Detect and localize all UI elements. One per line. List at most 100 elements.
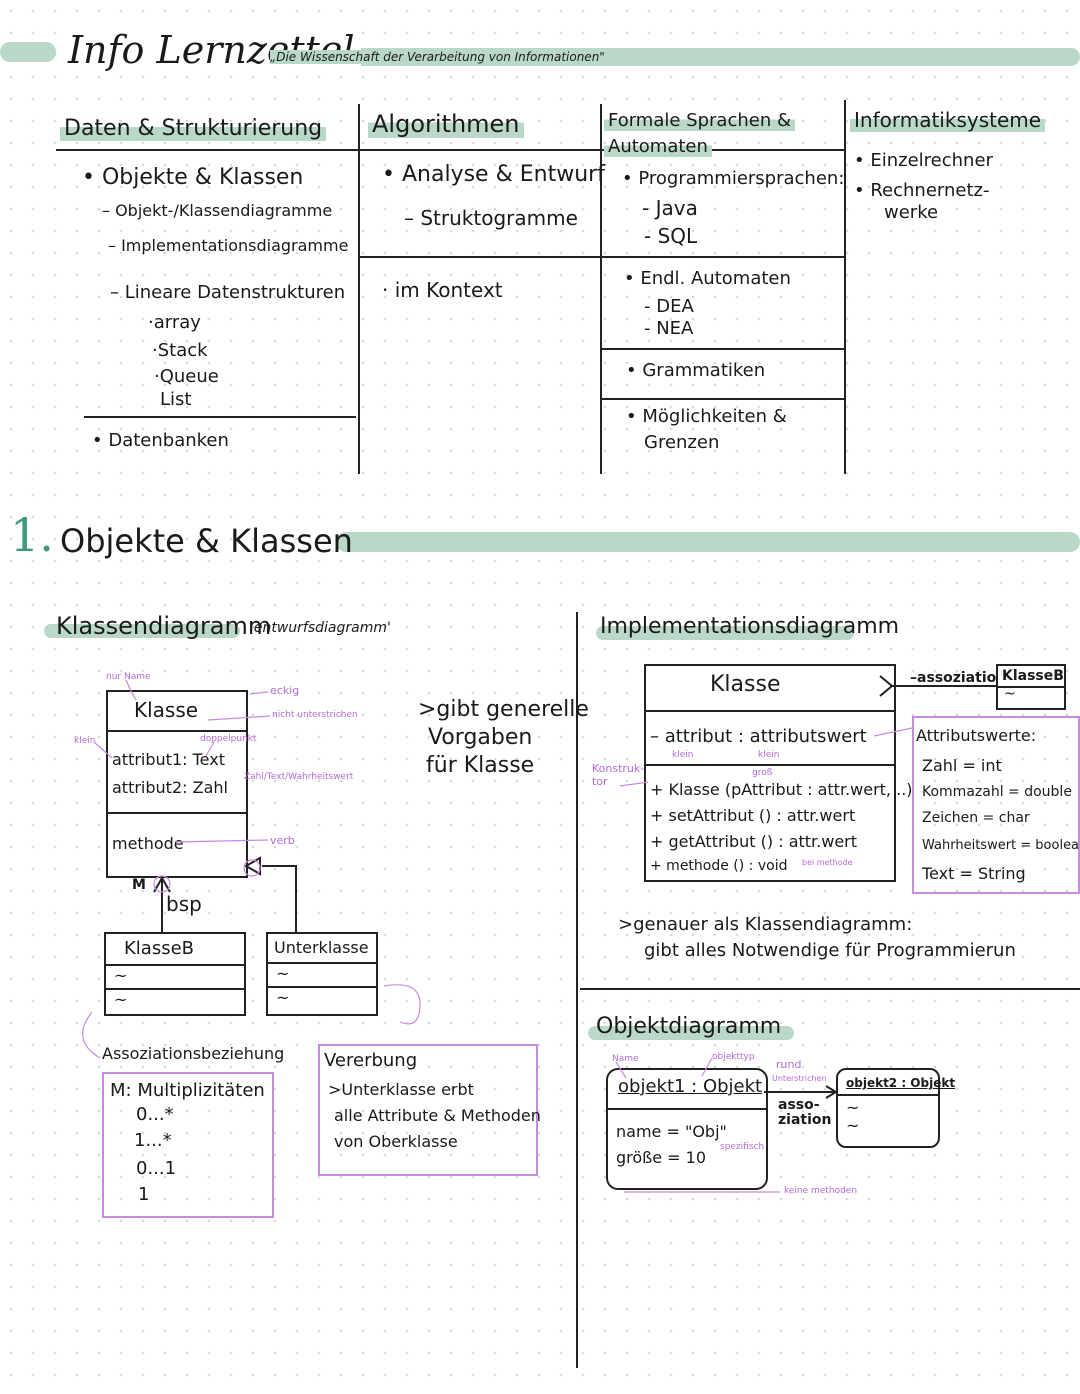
section-number: 1.	[10, 508, 54, 562]
association-arrowhead	[153, 875, 171, 893]
annotation-arrow	[82, 1011, 101, 1059]
note-konstruktor: Konstruk-tor	[592, 762, 645, 788]
col-heading-informatiksysteme: Informatiksysteme	[850, 108, 1046, 132]
overview-item: • Grammatiken	[626, 360, 766, 381]
placeholder-tilde: ~	[846, 1116, 860, 1135]
annotation-arrow	[125, 679, 137, 701]
placeholder-tilde: ~	[846, 1098, 860, 1117]
section-divider	[580, 988, 1080, 990]
annotation-arrow	[205, 741, 215, 757]
object-association-label: asso-ziation	[778, 1097, 832, 1128]
heading-band	[596, 626, 854, 640]
inheritance-line: von Oberklasse	[334, 1132, 458, 1151]
list-item: List	[160, 389, 192, 410]
note-doppelpunkt: doppelpunkt	[200, 734, 257, 744]
note-bei-methode: bei methode	[802, 858, 853, 867]
type-mapping: Kommazahl = double	[922, 784, 1072, 800]
annotation-arrow	[249, 691, 269, 695]
uml-object2: objekt2 : Objekt ~ ~	[836, 1068, 955, 1148]
uml-impl-classb: KlasseB ~	[996, 664, 1066, 710]
col-heading-formale-2: Automaten	[604, 136, 712, 157]
table-row-line	[602, 398, 844, 400]
table-divider	[844, 100, 846, 474]
section-title: Objekte & Klassen	[60, 522, 353, 560]
overview-item-cont: Grenzen	[644, 432, 720, 453]
placeholder-tilde: ~	[276, 988, 290, 1007]
note-eckig: eckig	[270, 684, 300, 697]
col-heading-daten: Daten & Strukturierung	[60, 116, 327, 141]
table-row-line	[84, 416, 356, 418]
multiplicity-value: 1	[138, 1184, 150, 1205]
note-nicht-unterstrichen: nicht unterstrichen	[272, 710, 358, 720]
inheritance-line: >Unterklasse erbt	[328, 1080, 474, 1099]
object-association-arrowhead	[825, 1085, 838, 1099]
annotation-arrow	[619, 781, 649, 787]
table-row-line	[602, 348, 844, 350]
object-name: objekt1 : Objekt	[618, 1076, 763, 1097]
multiplicity-label: M	[132, 877, 146, 893]
list-item: ·Stack	[152, 340, 208, 361]
overview-item: • Programmiersprachen:	[622, 168, 845, 189]
section-divider	[576, 612, 578, 1368]
klassendiagramm-description: >gibt generelle Vorgaben für Klasse	[418, 697, 589, 778]
klassendiagramm-heading: Klassendiagramm	[56, 612, 272, 640]
type-mapping: Wahrheitswert = boolean	[922, 838, 1080, 853]
type-mapping: Text = String	[922, 864, 1026, 883]
overview-subitem: - SQL	[644, 224, 698, 248]
class-attribute: – attribut : attributswert	[650, 726, 867, 747]
class-name: Klasse	[134, 698, 199, 722]
header-band-left	[0, 42, 56, 62]
types-title: Attributswerte:	[916, 726, 1037, 745]
table-header-line	[56, 149, 844, 151]
annotation-arrow	[873, 727, 913, 737]
note-klein: klein	[74, 736, 96, 746]
note-objekttyp: objekttyp	[712, 1052, 755, 1062]
overview-item: • Endl. Automaten	[624, 268, 791, 289]
inheritance-title: Vererbung	[324, 1050, 418, 1071]
annotation-arrow	[383, 984, 421, 1025]
getter-method: + getAttribut () : attr.wert	[650, 832, 858, 851]
inheritance-line: alle Attribute & Methoden	[334, 1106, 541, 1125]
overview-subitem: – Implementationsdiagramme	[108, 236, 349, 255]
impl-annotations	[619, 727, 913, 787]
object-attribute: größe = 10	[616, 1148, 707, 1167]
col-heading-algorithmen: Algorithmen	[368, 110, 524, 138]
note-typen: Zahl/Text/Wahrheitswert	[244, 772, 354, 782]
association-box-title: Assoziationsbeziehung	[102, 1044, 285, 1063]
multiplicity-value: 0...1	[136, 1158, 177, 1179]
placeholder-tilde: ~	[276, 964, 290, 983]
impl-connectors	[879, 675, 996, 697]
note-keine-methoden: keine methoden	[784, 1186, 858, 1196]
overview-subitem: – Objekt-/Klassendiagramme	[102, 201, 333, 220]
overview-item: • Einzelrechner	[854, 150, 993, 171]
overview-subitem: - Java	[642, 196, 698, 220]
class-name: KlasseB	[1002, 668, 1064, 684]
col-heading-formale: Formale Sprachen &	[604, 110, 795, 131]
overview-item: • Möglichkeiten &	[626, 406, 787, 427]
overview-subitem: – Struktogramme	[404, 206, 578, 230]
implementationsdiagramm-heading: Implementationsdiagramm	[600, 614, 900, 639]
note-klein: klein	[672, 750, 694, 760]
impl-association-arrowhead	[879, 675, 894, 697]
objektdiagramm-heading: Objektdiagramm	[596, 1014, 782, 1039]
class-name: KlasseB	[124, 938, 195, 959]
overview-item: • Analyse & Entwurf	[382, 162, 605, 187]
note-nur-name: nur Name	[106, 672, 151, 682]
overview-item: • Objekte & Klassen	[82, 165, 304, 190]
class-method: + methode () : void	[650, 858, 788, 874]
object-annotations	[615, 1057, 780, 1193]
setter-method: + setAttribut () : attr.wert	[650, 806, 856, 825]
overview-item: · im Kontext	[382, 278, 503, 302]
table-row-line	[360, 256, 600, 258]
annotation-circle	[153, 875, 171, 893]
inheritance-box: Vererbung >Unterklasse erbt alle Attribu…	[318, 1044, 541, 1176]
annotation-circle	[243, 859, 261, 877]
class-method: methode	[112, 834, 184, 853]
placeholder-tilde: ~	[114, 966, 128, 985]
note-name: Name	[612, 1054, 639, 1064]
list-item: ·Queue	[154, 366, 219, 387]
table-row-line	[602, 256, 844, 258]
implementationsdiagramm-description: >genauer als Klassendiagramm: gibt alles…	[618, 914, 1016, 961]
class-name: Unterklasse	[274, 938, 369, 957]
